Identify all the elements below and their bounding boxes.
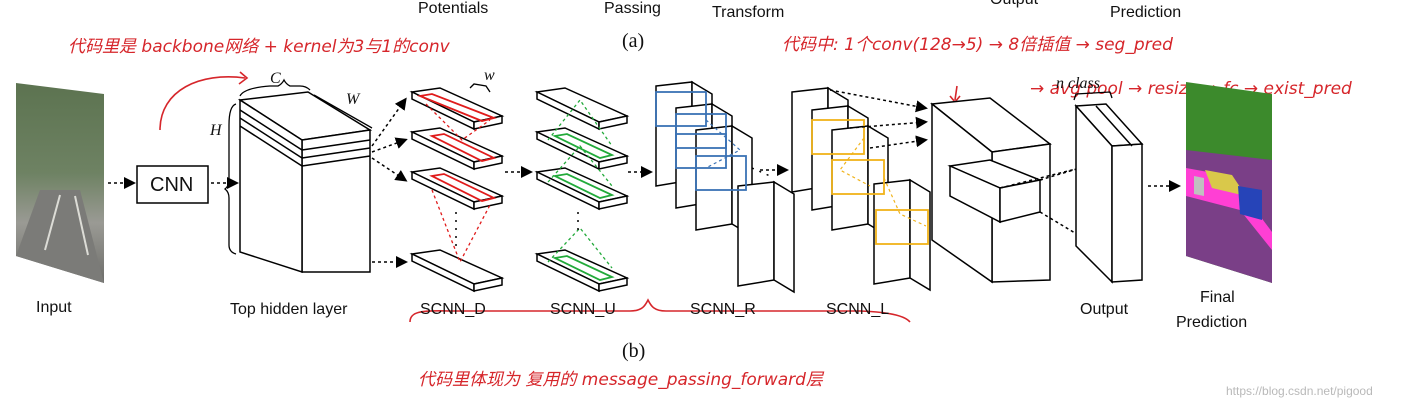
scnn-l-stack: [791, 86, 931, 292]
label-scnn-d: SCNN_D: [420, 301, 486, 318]
annotation-arrowhead-backbone: [238, 71, 249, 85]
dim-w-small-label: w: [484, 67, 495, 84]
label-top-hidden-layer: Top hidden layer: [230, 301, 348, 318]
label-output-top: Output: [990, 0, 1039, 8]
output-volume: [930, 97, 1081, 284]
brace-w: [313, 94, 373, 129]
arrow-hidden-slice1: [371, 97, 407, 147]
annotation-brace-scnn: [409, 298, 911, 323]
label-scnn-u: SCNN_U: [550, 301, 616, 318]
dim-c-label: C: [270, 70, 281, 87]
dim-w-label: W: [346, 91, 361, 108]
cnn-label: CNN: [150, 174, 193, 196]
label-scnn-r: SCNN_R: [690, 301, 756, 318]
label-potentials: Potentials: [418, 0, 488, 17]
brace-h: [223, 103, 237, 255]
arrow-hidden-slice3: [371, 157, 408, 182]
annotation-backbone: 代码里是 backbone网络 + kernel为3与1的conv: [68, 37, 451, 57]
annotation-arrow-output: [954, 85, 958, 101]
final-prediction-image: [1186, 82, 1272, 283]
annotation-arrow-backbone: [159, 76, 246, 131]
label-passing: Passing: [604, 0, 661, 17]
label-input: Input: [36, 299, 72, 316]
brace-n-class: [1073, 91, 1113, 101]
annotation-message-passing: 代码里体现为 复用的 message_passing_forward层: [418, 370, 825, 390]
watermark: https://blog.csdn.net/pigood: [1226, 384, 1373, 398]
label-b: (b): [622, 340, 645, 362]
label-final-prediction: Prediction: [1176, 314, 1247, 331]
label-output: Output: [1080, 301, 1129, 318]
output-thin-volume: [1074, 103, 1144, 284]
dim-n-class-label: n class: [1056, 75, 1100, 92]
input-image: [16, 83, 104, 283]
label-final: Final: [1200, 289, 1235, 306]
scnn-d-stack: [409, 87, 505, 293]
arrow-l-out1: [829, 89, 928, 113]
top-hidden-layer-block: [237, 91, 373, 274]
scnn-u-stack: [534, 87, 630, 293]
label-transform: Transform: [712, 4, 784, 21]
arrow-l-out2: [849, 116, 928, 129]
annotation-seg-line1: 代码中: 1个conv(128→5) → 8倍插值 → seg_pred: [782, 35, 1173, 55]
brace-w-small: [469, 83, 491, 93]
label-a: (a): [622, 30, 644, 52]
cnn-box: [136, 165, 209, 204]
scnn-r-stack: [655, 80, 795, 294]
brace-c: [239, 78, 311, 97]
dim-h-label: H: [209, 122, 223, 139]
label-scnn-l: SCNN_L: [826, 301, 889, 318]
arrow-hidden-slice2: [371, 137, 408, 153]
label-prediction-top: Prediction: [1110, 4, 1181, 21]
